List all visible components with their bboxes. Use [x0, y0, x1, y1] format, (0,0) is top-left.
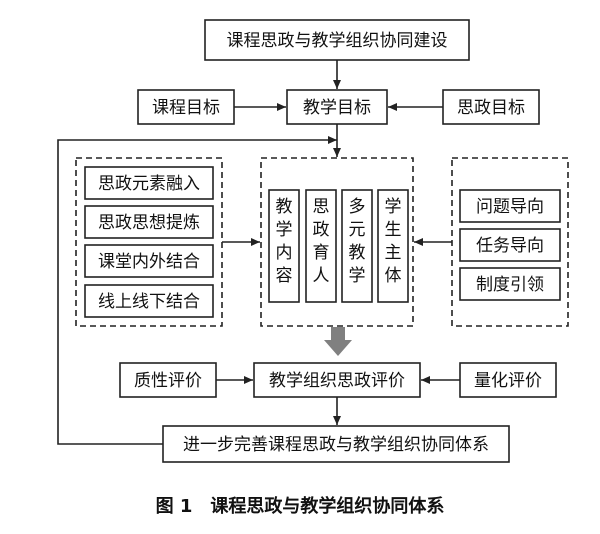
right-item-1-text: 问题导向: [476, 197, 544, 217]
left-item-2: 思政思想提炼: [84, 205, 214, 239]
left-item-4-text: 线上线下结合: [98, 292, 200, 312]
course-goal-node: 课程目标: [137, 89, 235, 125]
right-item-3-text: 制度引领: [476, 275, 544, 295]
left-item-2-text: 思政思想提炼: [98, 213, 200, 233]
center-item-2: 思政育人: [305, 189, 337, 303]
right-item-3: 制度引领: [459, 267, 561, 301]
feedback-loop-arrow: [57, 136, 337, 445]
left-item-4: 线上线下结合: [84, 284, 214, 318]
ideology-goal-node: 思政目标: [442, 89, 540, 125]
teaching-goal-text: 教学目标: [303, 98, 371, 118]
ideology-goal-text: 思政目标: [457, 98, 525, 118]
left-item-3-text: 课堂内外结合: [98, 252, 200, 272]
top-title-text: 课程思政与教学组织协同建设: [227, 31, 448, 51]
center-item-4: 学生主体: [377, 189, 409, 303]
left-item-1: 思政元素融入: [84, 166, 214, 200]
bottom-text: 进一步完善课程思政与教学组织协同体系: [183, 435, 489, 455]
center-item-4-text: 学生主体: [385, 197, 402, 286]
course-goal-text: 课程目标: [152, 98, 220, 118]
left-item-3: 课堂内外结合: [84, 244, 214, 278]
center-item-3: 多元教学: [341, 189, 373, 303]
top-title-node: 课程思政与教学组织协同建设: [204, 19, 470, 61]
quantitative-eval-text: 量化评价: [474, 371, 542, 391]
bottom-node: 进一步完善课程思政与教学组织协同体系: [162, 425, 510, 463]
figure-caption: 图 1 课程思政与教学组织协同体系: [156, 495, 445, 517]
qualitative-eval-node: 质性评价: [119, 362, 217, 398]
left-item-1-text: 思政元素融入: [98, 174, 200, 194]
grey-down-arrow: [324, 327, 352, 356]
center-item-1-text: 教学内容: [276, 197, 293, 286]
right-item-1: 问题导向: [459, 189, 561, 223]
center-item-1: 教学内容: [268, 189, 300, 303]
org-eval-text: 教学组织思政评价: [269, 371, 405, 391]
right-item-2: 任务导向: [459, 228, 561, 262]
center-item-2-text: 思政育人: [313, 197, 330, 286]
quantitative-eval-node: 量化评价: [459, 362, 557, 398]
right-item-2-text: 任务导向: [476, 236, 544, 256]
center-dashed-group: [260, 157, 414, 327]
qualitative-eval-text: 质性评价: [134, 371, 202, 391]
teaching-goal-node: 教学目标: [286, 89, 388, 125]
org-eval-node: 教学组织思政评价: [253, 362, 421, 398]
center-item-3-text: 多元教学: [349, 197, 366, 286]
